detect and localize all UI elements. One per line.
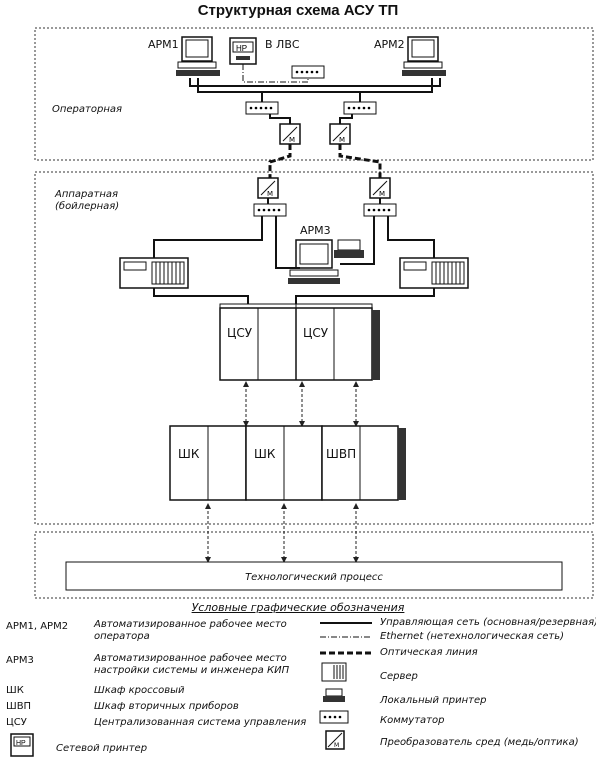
server-right [399,257,469,289]
legend-server-label: Сервер [380,671,418,682]
operator-switch-left [245,101,279,115]
lan-label: В ЛВС [265,38,300,51]
legend-abbr-csu: ЦСУ [6,717,27,728]
svg-text:М: М [379,190,385,198]
svg-text:М: М [289,136,295,144]
shk-label-1: ШК [178,447,200,461]
hardware-zone-sublabel: (бойлерная) [55,200,119,212]
operator-zone-label: Операторная [52,104,122,115]
svg-text:М: М [334,742,339,749]
legend-abbr-shk: ШК [6,685,24,696]
server-left [119,257,189,289]
legend-switch-label: Коммутатор [380,715,445,726]
csu-label-1: ЦСУ [227,326,253,340]
svg-text:М: М [339,136,345,144]
legend-local-printer-label: Локальный принтер [380,695,487,706]
arm2-workstation [402,36,446,76]
hardware-switch-left [253,203,287,217]
legend-title: Условные графические обозначения [191,601,405,614]
control-bus-upper [189,78,441,87]
legend-net-printer-label: Сетевой принтер [56,743,148,754]
legend-desc-shvp: Шкаф вторичных приборов [94,701,239,712]
legend-abbr-arm12: АРМ1, АРМ2 [6,621,69,632]
legend-net-printer-icon: HP [10,733,34,757]
process-label: Технологический процесс [245,572,383,583]
local-printer [334,239,364,258]
legend-desc-arm12: Автоматизированное рабочее место операто… [94,619,287,642]
printer-hp-badge: HP [236,44,247,53]
shvp-label: ШВП [326,447,356,461]
legend-desc-arm3: Автоматизированное рабочее место настрой… [94,653,290,676]
control-bus-lower [197,78,433,93]
legend-symbols: М [319,622,372,750]
hardware-zone-label: Аппаратная [54,189,118,200]
ethernet-line [242,64,309,83]
hardware-switch-right [363,203,397,217]
arm3-label: АРМ3 [300,224,331,237]
arm3-workstation [288,239,340,284]
arm1-label: АРМ1 [148,38,179,51]
hardware-zone [34,171,594,525]
legend-local-printer-icon [323,688,345,702]
hardware-converter-right: М [369,177,391,199]
hardware-converter-left: М [257,177,279,199]
arm1-workstation [176,36,220,76]
shk-label-2: ШК [254,447,276,461]
lan-switch [291,65,325,79]
operator-zone [34,27,594,161]
legend-ethernet-label: Ethernet (нетехнологическая сеть) [380,631,565,642]
legend-desc-shk: Шкаф кроссовый [94,685,185,696]
legend-desc-csu: Централизованная система управления [94,717,307,728]
operator-switch-right [343,101,377,115]
legend-optical-label: Оптическая линия [380,647,478,658]
structure-diagram: Операторная Аппаратная (бойлерная) АРМ1 … [34,27,594,599]
operator-converter-left: М [279,123,301,145]
network-printer: HP [229,37,257,65]
svg-text:HP: HP [16,740,26,747]
optical-line-right [338,144,382,184]
operator-converter-right: М [329,123,351,145]
process-box [65,561,563,591]
csu-cabinet-group [219,303,380,381]
legend-switch-icon [319,710,349,724]
legend-converter-label: Преобразователь сред (медь/оптика) [380,737,579,748]
field-cabinet-group [169,425,406,501]
legend-server-icon [321,662,347,682]
csu-label-2: ЦСУ [303,326,329,340]
legend-abbr-shvp: ШВП [6,701,32,712]
legend-control-net-label: Управляющая сеть (основная/резервная) [380,617,596,628]
diagram-title: Структурная схема АСУ ТП [197,2,399,19]
optical-line-left [268,144,292,184]
legend-abbr-arm3: АРМ3 [6,655,34,666]
svg-text:М: М [267,190,273,198]
arm2-label: АРМ2 [374,38,405,51]
legend-converter-icon: М [325,730,345,750]
